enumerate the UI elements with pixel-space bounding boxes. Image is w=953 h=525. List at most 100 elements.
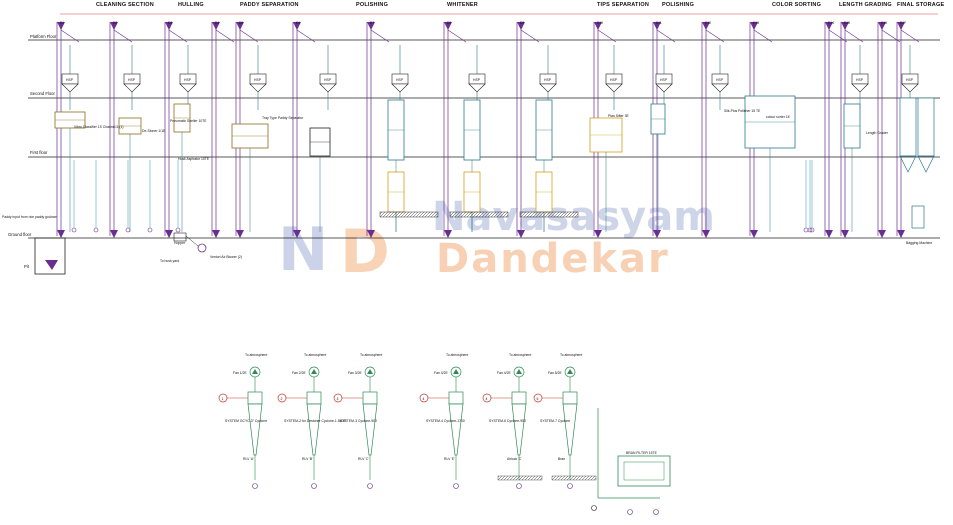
- machine-body: [231, 123, 269, 232]
- elevator-label: E17: [900, 21, 906, 25]
- label-colour-sorter: colour sorter 1E: [766, 115, 791, 119]
- level-label-pit: Pit: [24, 264, 30, 269]
- section-color-sorting: COLOR SORTING: [772, 2, 821, 8]
- machine-body: [387, 171, 405, 232]
- label-vibro: Vibro Classifier 1S Channel-5 (1): [74, 125, 124, 129]
- hsp-hopper: HSP: [711, 45, 729, 110]
- floor-labels: Platform Floor Second Floor First floor …: [8, 34, 57, 269]
- hsp-hopper: HSP: [605, 45, 623, 110]
- husk-hopper: [173, 232, 187, 242]
- cyclone-system-label: SYSTEM-6 Cyclone-950: [489, 419, 526, 423]
- hsp-hopper: HSP: [179, 45, 197, 110]
- cyclone-system-label: SYSTEM-2 for Destoner Cyclone-1.5k/2E: [284, 419, 347, 423]
- cyclone-number: 2: [281, 397, 283, 401]
- label-paddy-input: Paddy input from rice paddy godown: [2, 215, 57, 219]
- label-destoner: De-Stoner 1/1E: [142, 129, 166, 133]
- machine-body: [589, 117, 623, 232]
- cyclone-valve-label: RLV 'E': [444, 457, 455, 461]
- elevator-label: E12: [705, 21, 711, 25]
- storage-bin-1: [899, 97, 917, 157]
- watermark-logo-n: N: [278, 215, 328, 285]
- floor-lines: [28, 39, 940, 239]
- hsp-hopper: HSP: [655, 45, 673, 110]
- watermark-logo-d: D: [340, 217, 390, 287]
- machine-body: [744, 95, 796, 232]
- hsp-label: HSP: [254, 78, 262, 82]
- elevator-label: E7: [370, 21, 374, 25]
- section-length-grading: LENGTH GRADING: [839, 2, 892, 8]
- final-storage-bins: [899, 97, 935, 229]
- storage-bin-2: [917, 97, 935, 157]
- cyclone-system-label: SYSTEM-7 Cyclone: [540, 419, 570, 423]
- screw-conveyors: [379, 211, 579, 218]
- hsp-label: HSP: [184, 78, 192, 82]
- hsp-label: HSP: [716, 78, 724, 82]
- hsp-hopper: HSP: [901, 45, 919, 110]
- elevator-e12: E12: [701, 21, 725, 238]
- cyclone-fan: Fan 4/2E: [434, 371, 448, 375]
- elevator-label: E2: [113, 21, 117, 25]
- level-label-first: First floor: [30, 150, 48, 155]
- hsp-hopper: HSP: [851, 45, 869, 110]
- section-headers: CLEANING SECTION HULLING PADDY SEPARATIO…: [96, 2, 944, 8]
- machine-body: [650, 103, 666, 232]
- hsp-hopper: HSP: [319, 45, 337, 110]
- cyclone-system-label: SYSTEM GCYC-3" Cyclone: [225, 419, 267, 423]
- section-cleaning: CLEANING SECTION: [96, 2, 154, 8]
- elevator-e2: E2: [109, 21, 133, 238]
- storage-bin-2-cone: [917, 155, 935, 173]
- cyclone-outlet-label: To atmosphere: [360, 353, 383, 357]
- label-grader: Length Grader: [866, 131, 889, 135]
- hsp-hopper: HSP: [123, 45, 141, 110]
- cyclone-outlet-label: To atmosphere: [446, 353, 469, 357]
- cyclone-number: 4: [423, 397, 425, 401]
- hsp-label: HSP: [660, 78, 668, 82]
- machine-body: [535, 99, 553, 232]
- cyclone-valve-label: Airlock 'C': [507, 457, 522, 461]
- machine-body: [173, 103, 191, 232]
- hsp-label: HSP: [324, 78, 332, 82]
- elevator-label: E8: [447, 21, 451, 25]
- cyclone-valve-label: RLV 'B': [302, 457, 313, 461]
- elevator-e14: E14: [824, 21, 848, 238]
- hsp-label: HSP: [906, 78, 914, 82]
- bran-filter: BRAN FILTER 15TE: [497, 408, 671, 515]
- cyclone-valve-label: RLV 'A': [243, 457, 254, 461]
- hsp-hopper: HSP: [249, 45, 267, 110]
- section-whitener: WHITENER: [447, 2, 478, 8]
- label-paddy-separator: Tray Type Paddy Separator: [262, 116, 304, 120]
- elevator-label: E11: [656, 21, 662, 25]
- cyclone-fan: Fan 5/2E: [548, 371, 562, 375]
- elevator-e8: E8: [443, 21, 467, 238]
- level-label-ground: Ground floor: [8, 232, 32, 237]
- elevator-label: E14: [828, 21, 834, 25]
- cyclone-outlet-label: To atmosphere: [304, 353, 327, 357]
- elevator-label: E16: [881, 21, 887, 25]
- machine-body: [387, 99, 405, 232]
- cyclone-outlet-label: To atmosphere: [509, 353, 532, 357]
- hsp-hopper: HSP: [61, 45, 79, 110]
- cyclone-fan: Fan 2/2E: [292, 371, 306, 375]
- screw-conveyor-1: [379, 211, 439, 218]
- watermark-line2: Dandekar: [436, 236, 670, 282]
- cyclone-fan: Fan 3/2E: [348, 371, 362, 375]
- hsp-label: HSP: [544, 78, 552, 82]
- label-bagging: Bagging Machine: [906, 241, 932, 245]
- elevator-e7: E7: [366, 21, 390, 238]
- section-paddy-separation: PADDY SEPARATION: [240, 2, 299, 8]
- label-bran-filter: BRAN FILTER 15TE: [626, 451, 658, 455]
- label-plan-sifter: Plan Sifter 3E: [608, 114, 629, 118]
- label-husk-yard: To husk yard: [160, 259, 179, 263]
- hsp-label: HSP: [856, 78, 864, 82]
- cyclone-number: 4: [486, 397, 488, 401]
- elevator-label: E13: [753, 21, 759, 25]
- hsp-label: HSP: [396, 78, 404, 82]
- cyclone-valve-label: Bran: [558, 457, 565, 461]
- cyclone-system-label: SYSTEM-3 Cyclone-900: [340, 419, 377, 423]
